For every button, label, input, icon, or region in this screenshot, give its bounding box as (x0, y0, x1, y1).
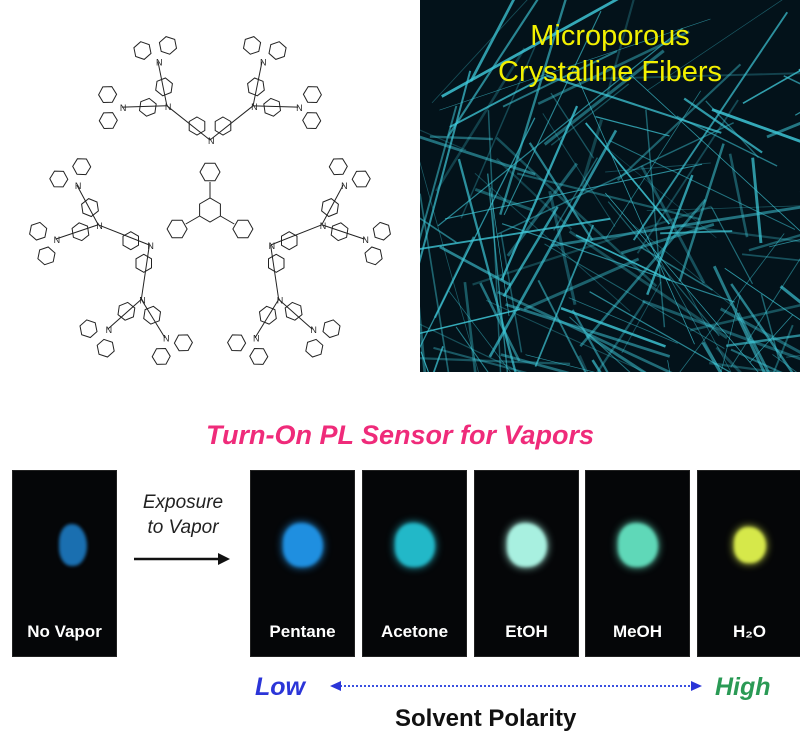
sample-panel: Acetone (362, 470, 467, 657)
double-arrow-icon (330, 681, 702, 691)
solvent-polarity-label: Solvent Polarity (395, 705, 577, 732)
emission-spot (394, 523, 435, 567)
exposure-line2: to Vapor (147, 517, 219, 538)
svg-text:N: N (310, 325, 317, 335)
svg-text:N: N (75, 181, 82, 191)
emission-spot (617, 523, 658, 567)
svg-text:N: N (54, 235, 61, 245)
fiber-title-line1: Microporous (530, 20, 690, 52)
emission-spot (282, 523, 323, 567)
svg-text:N: N (260, 58, 267, 68)
svg-text:N: N (320, 221, 327, 231)
sample-label: No Vapor (27, 622, 102, 641)
right-arrow-icon (134, 553, 230, 565)
sample-panel: Pentane (250, 470, 355, 657)
svg-text:N: N (251, 102, 258, 112)
svg-text:N: N (120, 103, 127, 113)
exposure-text: Exposure to Vapor (122, 490, 244, 540)
sample-panel: MeOH (585, 470, 690, 657)
svg-text:N: N (147, 241, 154, 251)
fiber-title-line2: Crystalline Fibers (498, 56, 722, 88)
sample-label: EtOH (505, 622, 548, 641)
sample-panel: H₂O (697, 470, 800, 657)
svg-text:N: N (269, 241, 276, 251)
sample-panel-no-vapor: No Vapor (12, 470, 117, 657)
emission-spot (733, 527, 766, 563)
svg-text:N: N (341, 181, 348, 191)
svg-text:N: N (208, 136, 215, 146)
fiber-micrograph: Microporous Crystalline Fibers (420, 0, 800, 372)
svg-text:N: N (96, 221, 103, 231)
sample-label: H₂O (732, 622, 767, 641)
svg-text:N: N (296, 103, 303, 113)
svg-text:N: N (165, 102, 172, 112)
svg-text:N: N (156, 58, 163, 68)
sample-label: Pentane (269, 622, 336, 641)
svg-text:N: N (163, 334, 170, 344)
dendrimer-molecule-structure: NNNNNNNNNNNNNNNNNNNNN (29, 36, 391, 365)
svg-text:N: N (253, 334, 260, 344)
sample-label: MeOH (612, 622, 663, 641)
polarity-low-label: Low (255, 673, 305, 701)
svg-text:N: N (362, 235, 369, 245)
svg-text:N: N (139, 295, 146, 305)
emission-spot (506, 523, 547, 567)
polarity-high-label: High (715, 673, 771, 701)
sample-label: Acetone (380, 622, 449, 641)
svg-text:N: N (106, 325, 113, 335)
sample-panel: EtOH (474, 470, 579, 657)
exposure-line1: Exposure (142, 492, 224, 513)
emission-spot (58, 524, 87, 566)
sensor-title: Turn-On PL Sensor for Vapors (205, 420, 595, 450)
